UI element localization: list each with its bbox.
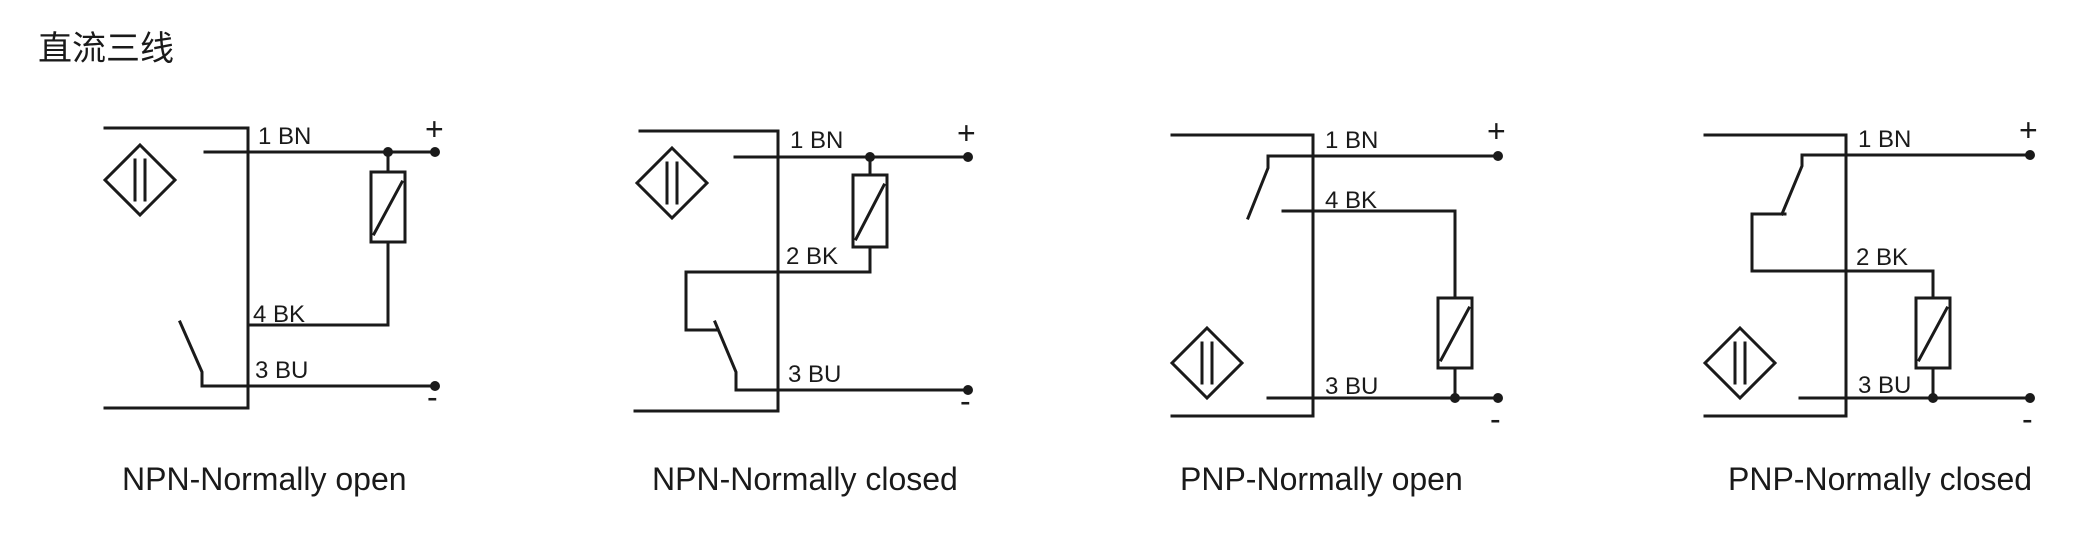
caption: PNP-Normally closed	[1728, 461, 2032, 497]
plus-sign: +	[2019, 112, 2038, 148]
label-bk: 2 BK	[786, 243, 838, 270]
switch-icon	[684, 270, 780, 392]
label-bk: 4 BK	[1325, 187, 1377, 214]
diagram-pnp-normally-open: 1 BN 4 BK 3 BU + - PNP-Normally open	[1169, 113, 1506, 497]
page-title: 直流三线	[38, 29, 174, 69]
switch-icon	[178, 320, 250, 388]
negative-terminal-dot	[963, 385, 973, 395]
positive-terminal-dot	[430, 147, 440, 157]
caption: NPN-Normally closed	[652, 461, 958, 497]
minus-sign: -	[1490, 401, 1501, 437]
label-bk: 2 BK	[1856, 244, 1908, 271]
minus-sign: -	[960, 383, 971, 419]
caption: PNP-Normally open	[1180, 461, 1463, 497]
label-bu: 3 BU	[1325, 373, 1378, 400]
label-bu: 3 BU	[255, 357, 308, 384]
switch-icon	[1750, 153, 1848, 273]
sensor-housing-outline	[103, 126, 250, 410]
load-wire	[246, 150, 390, 327]
sensor-symbol-icon	[634, 145, 710, 221]
diagram-npn-normally-open: 1 BN 4 BK 3 BU + - NPN-Normally open	[102, 111, 444, 497]
label-bn: 1 BN	[790, 127, 843, 154]
wire-bk	[1281, 209, 1457, 300]
sensor-housing-outline	[1703, 133, 1848, 418]
sensor-symbol-icon	[102, 142, 178, 218]
load-wire	[776, 155, 872, 274]
wire-bk	[1844, 269, 1935, 300]
label-bu: 3 BU	[1858, 372, 1911, 399]
minus-sign: -	[427, 379, 438, 415]
negative-terminal-dot	[1493, 393, 1503, 403]
plus-sign: +	[1487, 113, 1506, 149]
label-bn: 1 BN	[1325, 127, 1378, 154]
plus-sign: +	[425, 111, 444, 147]
minus-sign: -	[2022, 401, 2033, 437]
sensor-symbol-icon	[1169, 325, 1245, 401]
caption: NPN-Normally open	[122, 461, 407, 497]
diagram-pnp-normally-closed: 1 BN 2 BK 3 BU + - PNP-Normally closed	[1702, 112, 2038, 497]
sensor-housing-outline	[1170, 133, 1315, 418]
load-diagonal	[371, 179, 405, 237]
switch-icon	[1246, 154, 1315, 220]
diagram-npn-normally-closed: 1 BN 2 BK 3 BU + - NPN-Normally closed	[633, 115, 976, 497]
label-bn: 1 BN	[1858, 126, 1911, 153]
load-diagonal	[1916, 305, 1950, 363]
negative-terminal-dot	[430, 381, 440, 391]
label-bn: 1 BN	[258, 123, 311, 150]
positive-terminal-dot	[1493, 151, 1503, 161]
label-bk: 4 BK	[253, 301, 305, 328]
negative-terminal-dot	[2025, 393, 2035, 403]
load-resistor-icon	[851, 173, 889, 249]
load-diagonal	[1438, 305, 1472, 363]
positive-terminal-dot	[963, 152, 973, 162]
plus-sign: +	[957, 115, 976, 151]
sensor-symbol-icon	[1702, 325, 1778, 401]
label-bu: 3 BU	[788, 361, 841, 388]
load-diagonal	[853, 182, 887, 242]
load-resistor-icon	[369, 170, 407, 244]
positive-terminal-dot	[2025, 150, 2035, 160]
